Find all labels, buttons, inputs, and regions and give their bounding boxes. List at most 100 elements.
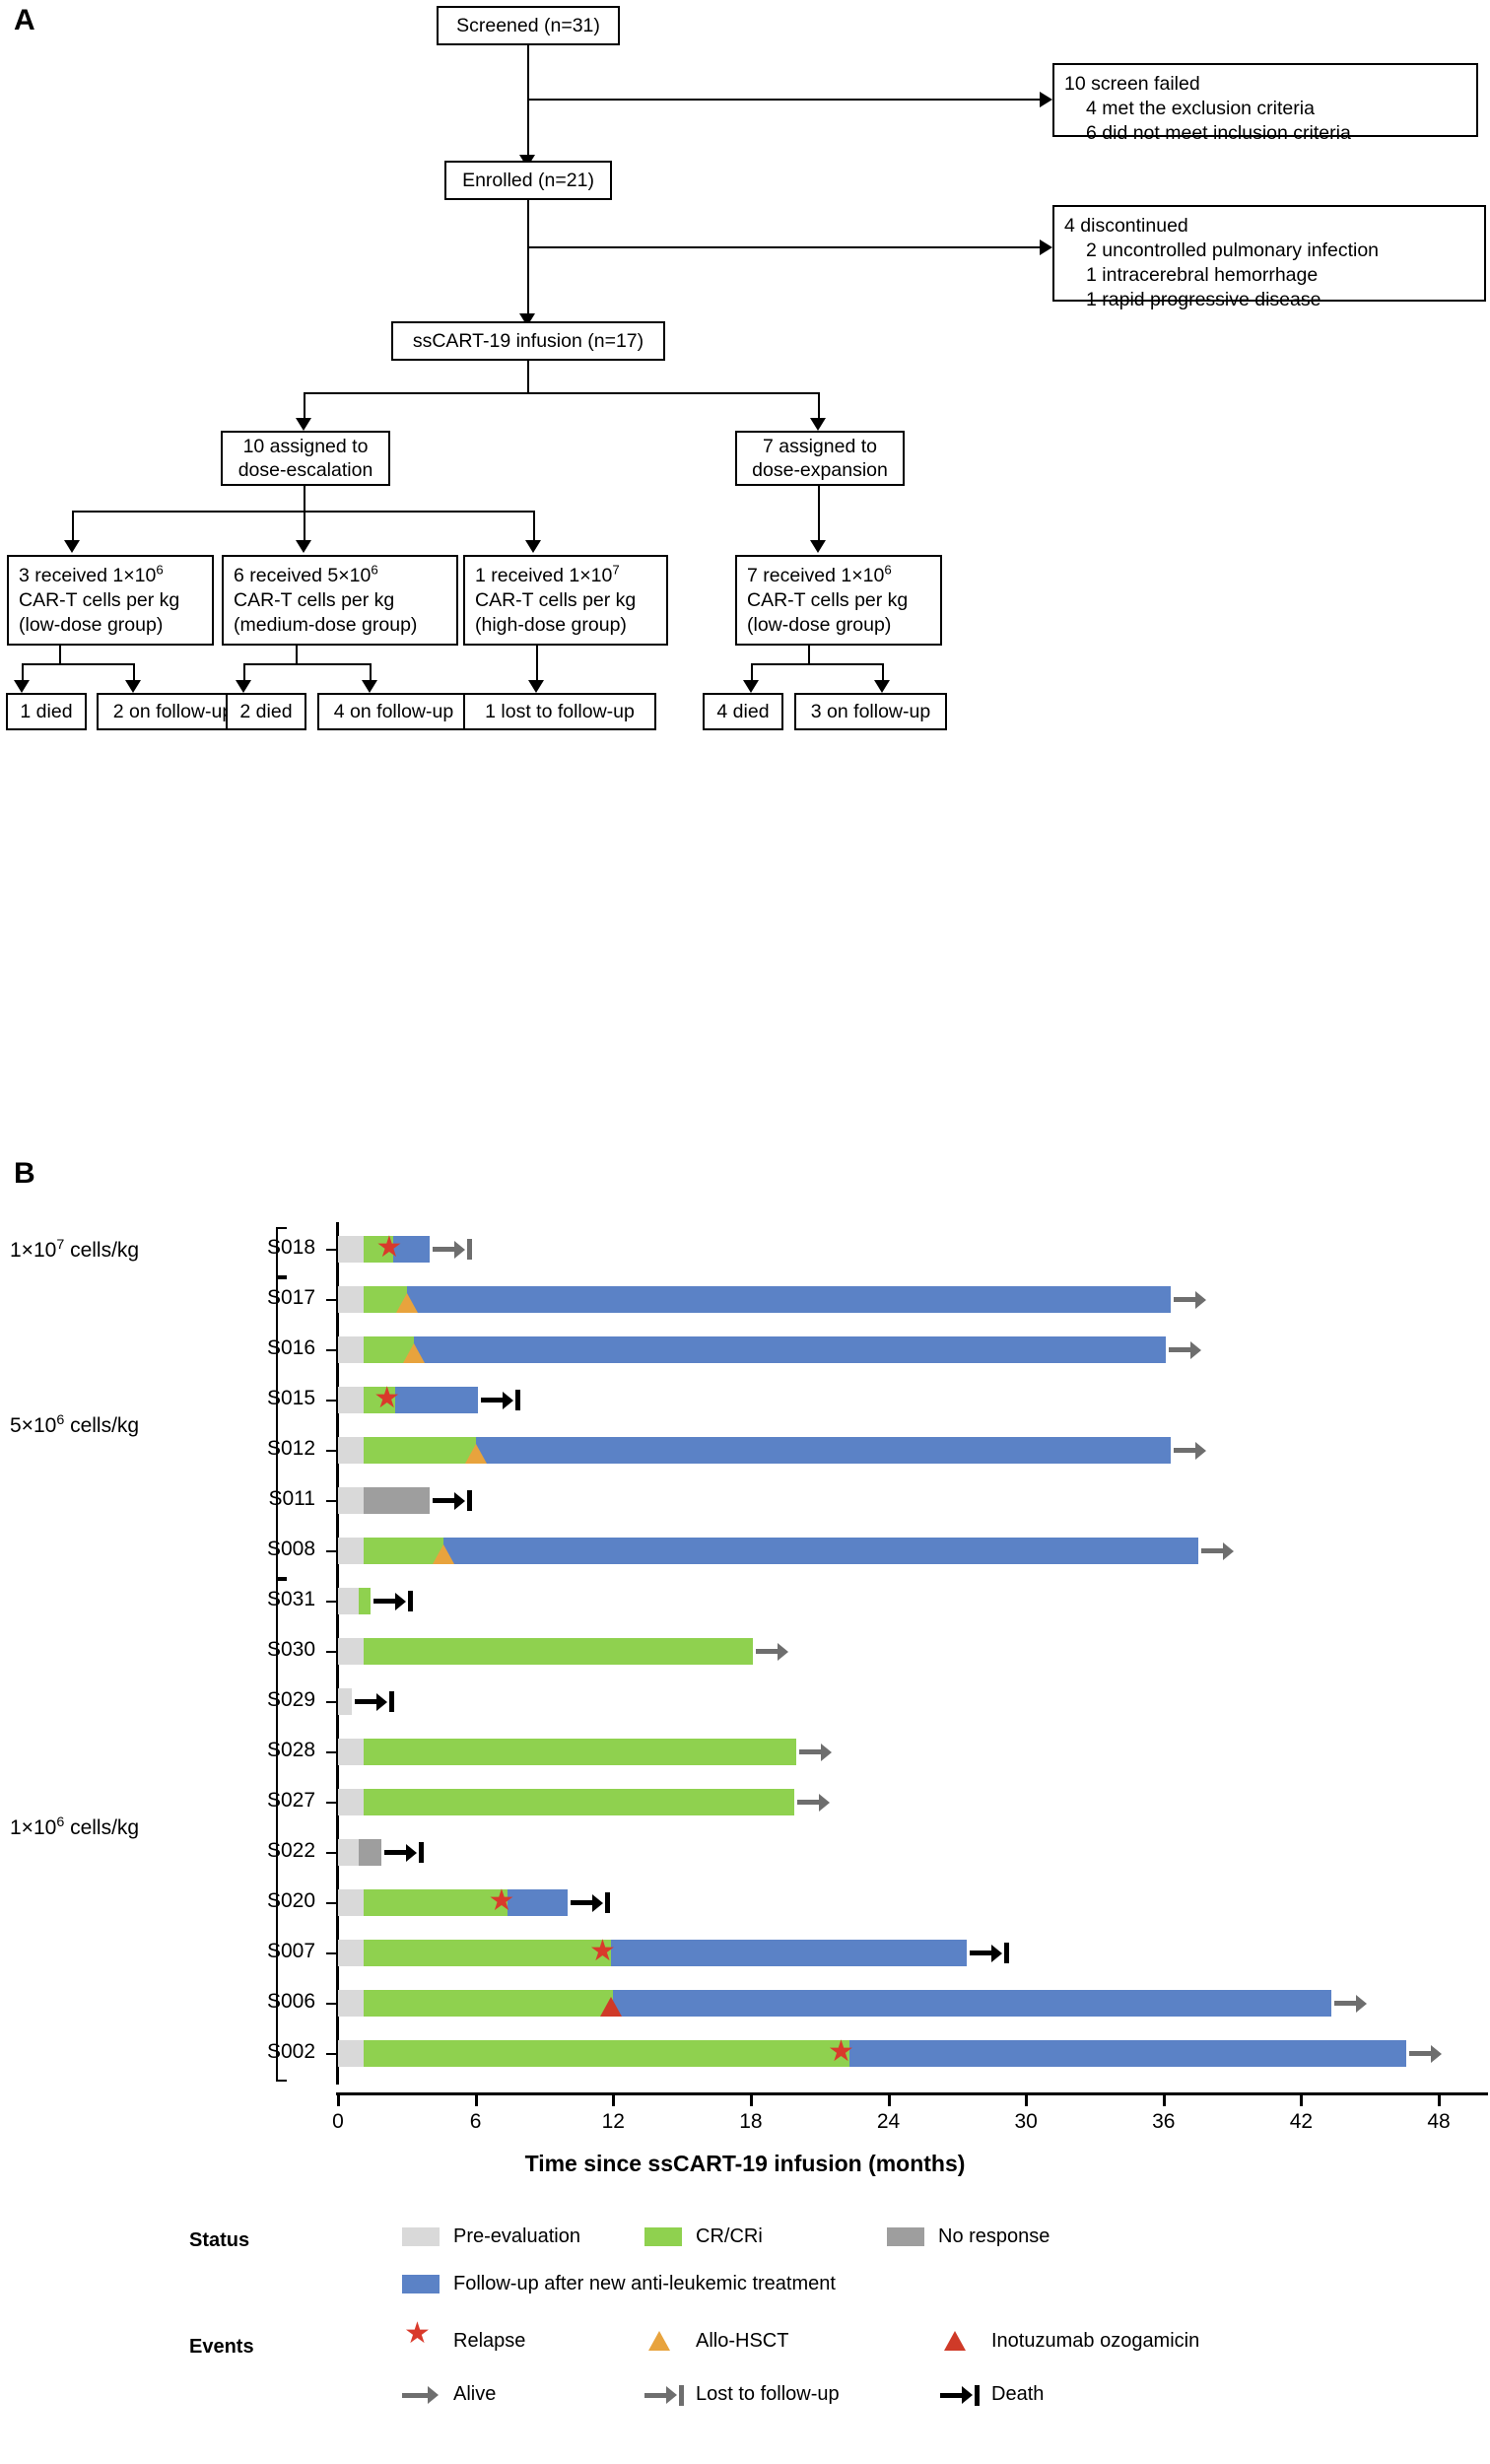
connector-g2-horizontal (243, 663, 372, 665)
arrow-g3-out (528, 680, 544, 693)
y-axis-label-s008: S008 (266, 1537, 315, 1560)
connector-g2-split (296, 646, 298, 665)
group3-line3: (high-dose group) (475, 614, 627, 636)
flow-box-enrolled: Enrolled (n=21) (444, 161, 612, 200)
outcome-box-5: 1 lost to follow-up (463, 693, 656, 730)
y-tick (326, 2002, 337, 2005)
connector-g4-horizontal (751, 663, 884, 665)
bar-segment-cr-cri (363, 1387, 396, 1413)
end-marker-death (433, 1490, 473, 1512)
relapse-star-marker: ★ (827, 2034, 854, 2068)
inotuzumab-label: Inotuzumab ozogamicin (991, 2330, 1200, 2352)
group4-line3: (low-dose group) (747, 614, 892, 636)
screen-failed-line2: 6 did not meet inclusion criteria (1086, 122, 1351, 144)
y-axis-label-s011: S011 (268, 1486, 316, 1510)
y-tick (326, 2052, 337, 2055)
alive-arrow-icon (402, 2385, 440, 2404)
group1-line2: CAR-T cells per kg (19, 589, 180, 611)
lost-to-follow-up-label: Lost to follow-up (696, 2383, 840, 2405)
bar-segment-cr-cri (363, 2040, 849, 2067)
x-tick (337, 2095, 340, 2106)
bar-segment-cr-cri (363, 1739, 797, 1765)
discontinued-head: 4 discontinued (1064, 215, 1188, 237)
y-tick (326, 1801, 337, 1804)
connector-expansion-down (818, 392, 820, 426)
bar-segment-pre-evaluation (338, 2040, 364, 2067)
legend-events-row-2: Alive Lost to follow-up Death (402, 2383, 1044, 2406)
end-marker-alive (799, 1742, 833, 1763)
x-axis (336, 2092, 1488, 2095)
arrow-to-group1 (64, 540, 80, 553)
flow-box-dose-escalation: 10 assigned to dose-escalation (221, 431, 390, 486)
y-axis-label-s031: S031 (266, 1587, 315, 1610)
end-marker-lost-to-follow-up (433, 1239, 473, 1261)
follow-up-swatch (402, 2275, 440, 2293)
bar-segment-cr-cri (363, 1638, 754, 1665)
x-tick-label: 48 (1427, 2110, 1451, 2133)
y-axis-label-s015: S015 (266, 1386, 315, 1409)
connector-infusion-split (527, 361, 529, 394)
group2-line3: (medium-dose group) (234, 614, 418, 636)
bar-segment-pre-evaluation (338, 1236, 364, 1263)
arrow-g4-out2 (874, 680, 890, 693)
dose-group-label-1: 1×107 cells/kg (10, 1236, 140, 1262)
y-tick (326, 1600, 337, 1603)
connector-g2-out2 (370, 663, 372, 687)
bar-segment-cr-cri (363, 1538, 444, 1564)
bar-segment-follow-up (613, 1990, 1331, 2017)
dose-group-bracket-3 (276, 1579, 287, 2082)
x-tick (474, 2095, 478, 2106)
bar-segment-pre-evaluation (338, 1487, 364, 1514)
flow-box-group-low-dose-escalation: 3 received 1×106 CAR-T cells per kg (low… (7, 555, 214, 646)
allo-hsct-label: Allo-HSCT (696, 2330, 789, 2352)
arrow-to-screenfail (1040, 92, 1052, 107)
y-tick (326, 1399, 337, 1402)
outcome-box-4: 4 on follow-up (317, 693, 470, 730)
y-axis-label-s016: S016 (266, 1335, 315, 1359)
bar-segment-follow-up (508, 1889, 568, 1916)
y-tick (326, 1901, 337, 1904)
y-axis-label-s007: S007 (266, 1939, 315, 1962)
arrow-to-group4 (810, 540, 826, 553)
x-tick (1300, 2095, 1304, 2106)
connector-g4-split (808, 646, 810, 665)
connector-enrolled-infusion (527, 200, 529, 321)
death-label: Death (991, 2383, 1045, 2405)
bar-segment-pre-evaluation (338, 1387, 364, 1413)
connector-g1-split (59, 646, 61, 665)
screen-failed-line1: 4 met the exclusion criteria (1086, 98, 1315, 119)
x-tick-label: 12 (601, 2110, 625, 2133)
escalation-line2: dose-escalation (237, 459, 373, 481)
x-tick-label: 6 (469, 2110, 482, 2133)
group2-line1: 6 received 5×106 (234, 562, 378, 586)
discontinued-line2: 1 intracerebral hemorrhage (1086, 264, 1319, 286)
end-marker-death (354, 1691, 394, 1713)
y-tick (326, 1650, 337, 1653)
allo-hsct-triangle-marker (395, 1292, 418, 1313)
inotuzumab-triangle-marker (599, 1996, 622, 2017)
x-tick (1438, 2095, 1441, 2106)
x-tick-label: 24 (876, 2110, 901, 2133)
relapse-star-marker: ★ (488, 1883, 515, 1917)
y-axis-label-s020: S020 (266, 1888, 315, 1912)
y-tick (326, 1499, 337, 1502)
bar-segment-pre-evaluation (338, 1588, 359, 1614)
group3-line1: 1 received 1×107 (475, 562, 620, 586)
alive-label: Alive (453, 2383, 497, 2405)
x-tick-label: 18 (739, 2110, 763, 2133)
bar-segment-pre-evaluation (338, 1789, 364, 1815)
legend-item-death: Death (940, 2383, 1044, 2406)
x-tick-label: 36 (1152, 2110, 1176, 2133)
x-axis-title: Time since ssCART-19 infusion (months) (524, 2151, 966, 2176)
legend-status-title: Status (189, 2229, 250, 2251)
outcome-box-1: 1 died (6, 693, 87, 730)
allo-hsct-triangle-icon (644, 2331, 682, 2351)
end-marker-alive (1173, 1289, 1206, 1311)
legend-item-alive: Alive (402, 2383, 644, 2406)
connector-to-discontinued (527, 246, 1043, 248)
arrow-to-group2 (296, 540, 311, 553)
group1-line3: (low-dose group) (19, 614, 164, 636)
arrow-g2-out2 (362, 680, 377, 693)
end-marker-death (384, 1842, 425, 1864)
y-axis-label-s006: S006 (266, 1989, 315, 2013)
